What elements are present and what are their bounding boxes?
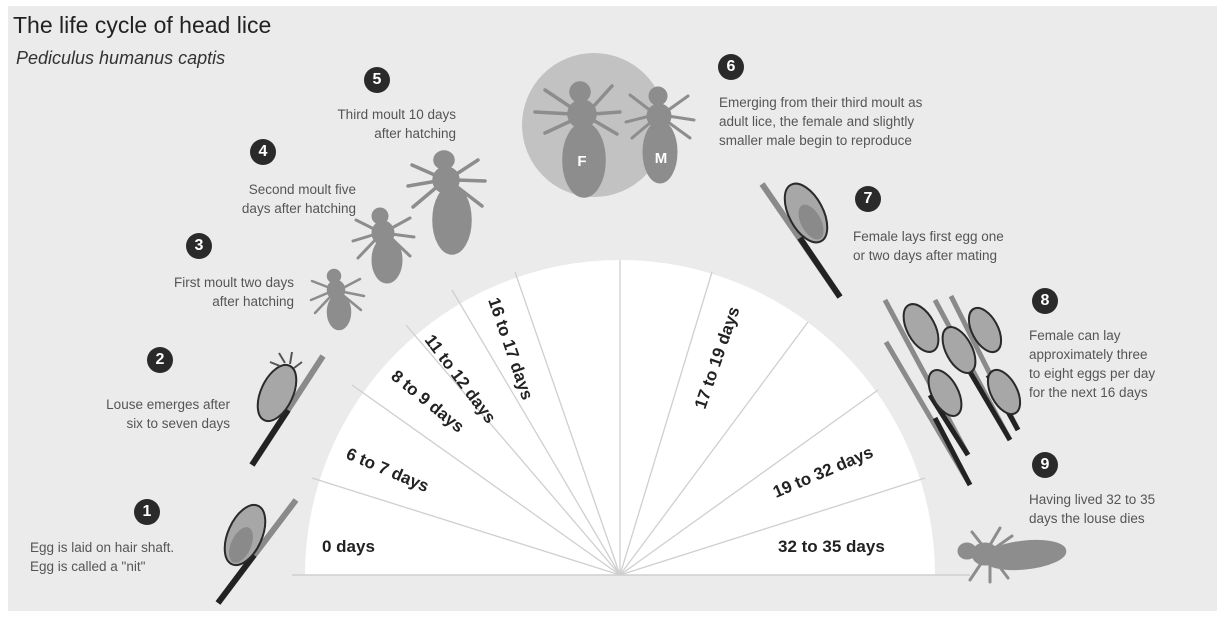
stage-5-badge: 5 bbox=[364, 67, 390, 93]
stage-9-badge: 9 bbox=[1032, 452, 1058, 478]
stage-4-badge: 4 bbox=[250, 139, 276, 165]
page-title: The life cycle of head lice bbox=[13, 12, 271, 39]
stage-8-badge: 8 bbox=[1032, 288, 1058, 314]
page-subtitle: Pediculus humanus captis bbox=[16, 48, 225, 69]
timeline-label: 32 to 35 days bbox=[778, 537, 885, 556]
stage-6-text: Emerging from their third moult as adult… bbox=[719, 93, 922, 150]
stage-4-text: Second moult five days after hatching bbox=[190, 180, 356, 218]
stage-7-text: Female lays first egg one or two days af… bbox=[853, 227, 1004, 265]
male-label: M bbox=[655, 150, 668, 167]
female-label: F bbox=[577, 153, 586, 170]
stage-7-badge: 7 bbox=[855, 186, 881, 212]
stage-2-badge: 2 bbox=[147, 347, 173, 373]
stage-6-badge: 6 bbox=[718, 54, 744, 80]
stage-3-text: First moult two days after hatching bbox=[120, 273, 294, 311]
stage-5-text: Third moult 10 days after hatching bbox=[286, 105, 456, 143]
timeline-label: 0 days bbox=[322, 537, 375, 556]
stage-3-badge: 3 bbox=[186, 233, 212, 259]
stage-8-text: Female can lay approximately three to ei… bbox=[1029, 326, 1155, 402]
stage-1-text: Egg is laid on hair shaft. Egg is called… bbox=[30, 538, 174, 576]
stage-9-text: Having lived 32 to 35 days the louse die… bbox=[1029, 490, 1155, 528]
stage-2-text: Louse emerges after six to seven days bbox=[62, 395, 230, 433]
stage-1-badge: 1 bbox=[134, 499, 160, 525]
